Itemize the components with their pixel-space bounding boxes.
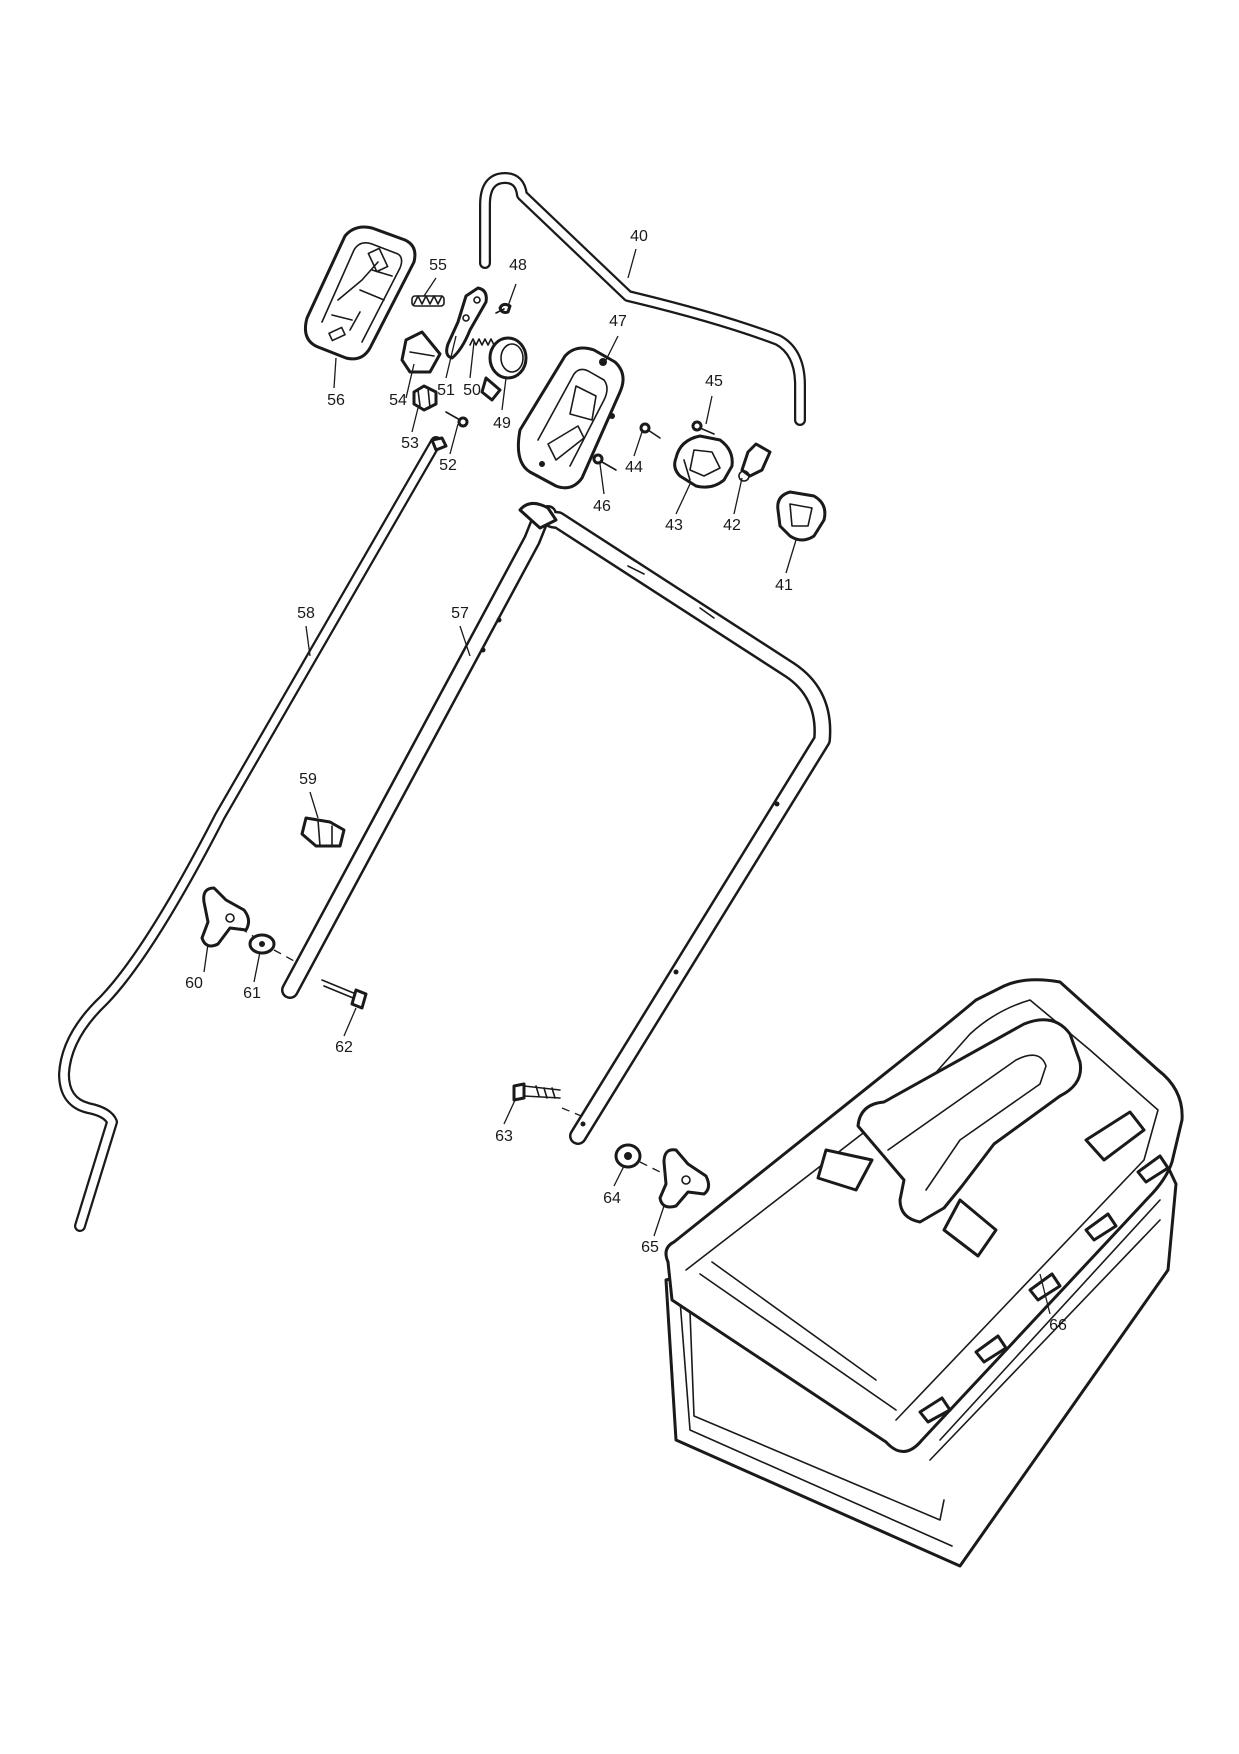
callout-60: 60 [185, 975, 203, 992]
callout-61: 61 [243, 985, 261, 1002]
part-49-knob [480, 336, 528, 402]
part-53-nut [412, 384, 438, 412]
callout-50: 50 [463, 382, 481, 399]
callout-65: 65 [641, 1239, 659, 1256]
callout-55: 55 [429, 257, 447, 274]
callout-64: 64 [603, 1190, 621, 1207]
part-54-block [400, 330, 442, 374]
part-50-spring [469, 338, 495, 346]
callout-47: 47 [609, 313, 627, 330]
assembly-line-64 [639, 1161, 661, 1173]
callout-40: 40 [630, 228, 648, 245]
part-48-screw [495, 302, 512, 314]
part-66-grass-box [664, 978, 1184, 1568]
part-62-bolt [321, 979, 368, 1010]
part-43-clip-cover [673, 434, 734, 489]
part-47-bracket-housing [516, 346, 625, 490]
part-60-wing-knob [200, 886, 251, 948]
callout-51: 51 [437, 382, 455, 399]
callout-52: 52 [439, 457, 457, 474]
callout-59: 59 [299, 771, 317, 788]
part-42-latch [738, 442, 772, 482]
callout-45: 45 [705, 373, 723, 390]
part-44-screw [639, 422, 661, 439]
callout-labels: 40 41 42 43 44 45 46 47 48 49 50 51 52 5… [185, 228, 1067, 1334]
part-56-control-cover [303, 225, 417, 361]
callout-54: 54 [389, 392, 407, 409]
part-41-end-cap [776, 490, 827, 542]
part-40-bail-rod [479, 172, 806, 426]
callout-46: 46 [593, 498, 611, 515]
callout-leaders [203, 248, 1051, 1315]
callout-57: 57 [451, 605, 469, 622]
part-45-screw [691, 420, 715, 435]
part-46-screw [592, 453, 617, 471]
part-65-wing-knob [658, 1148, 711, 1209]
callout-63: 63 [495, 1128, 513, 1145]
callout-42: 42 [723, 517, 741, 534]
part-63-bolt [512, 1082, 561, 1102]
assembly-line-61 [273, 949, 297, 963]
callout-41: 41 [775, 577, 793, 594]
part-61-spacer [248, 933, 276, 955]
callout-66: 66 [1049, 1317, 1067, 1334]
callout-43: 43 [665, 517, 683, 534]
part-64-spacer [614, 1143, 642, 1169]
part-59-cable-clip [300, 816, 346, 848]
callout-62: 62 [335, 1039, 353, 1056]
callout-44: 44 [625, 459, 643, 476]
assembly-line-63 [561, 1107, 587, 1119]
part-52-screw [445, 411, 469, 428]
part-57-upper-handle [281, 502, 832, 1145]
callout-58: 58 [297, 605, 315, 622]
callout-56: 56 [327, 392, 345, 409]
callout-48: 48 [509, 257, 527, 274]
part-55-spring [411, 295, 445, 307]
callout-49: 49 [493, 415, 511, 432]
part-51-trigger-lever [445, 286, 488, 360]
callout-53: 53 [401, 435, 419, 452]
part-58-lower-rod [58, 436, 448, 1232]
